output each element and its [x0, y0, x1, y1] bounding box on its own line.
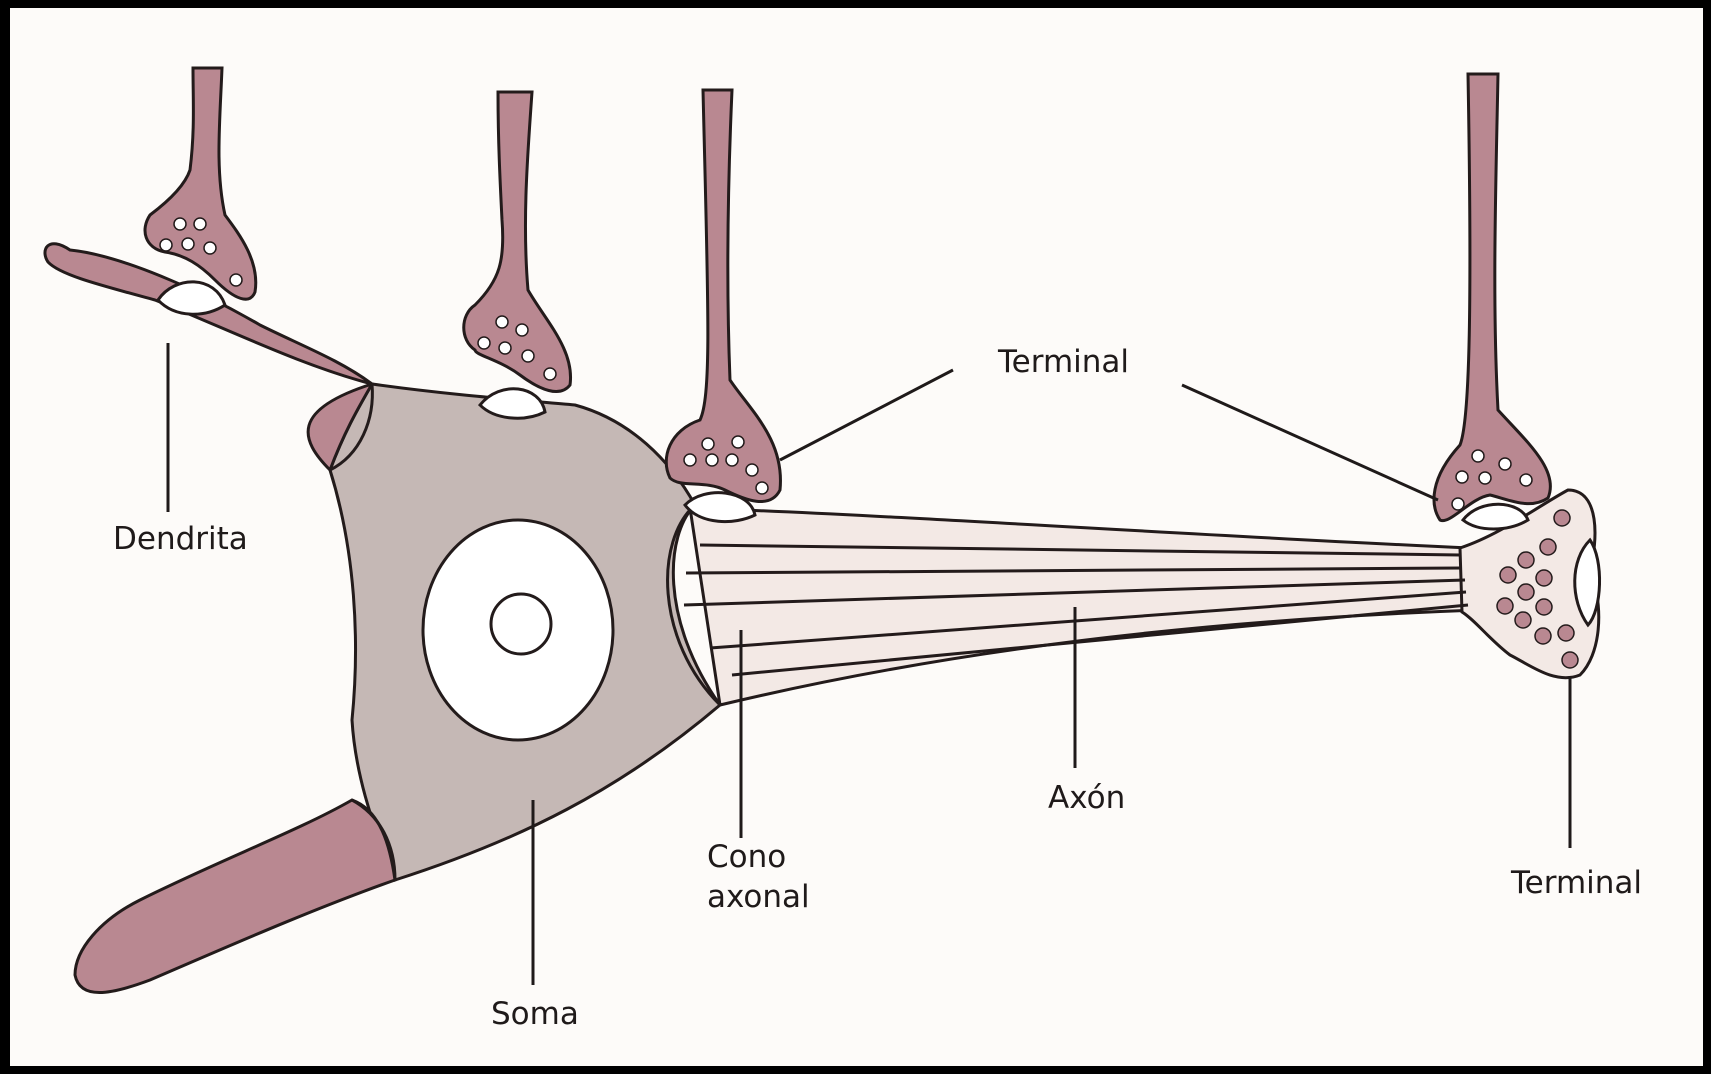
- dendrite-lower: [75, 800, 395, 993]
- label-dendrite: Dendrita: [113, 521, 248, 557]
- synaptic-knob-icon: [666, 90, 780, 522]
- synaptic-knob-icon: [1434, 74, 1550, 529]
- label-axon: Axón: [1048, 780, 1125, 816]
- dendrite-upper: [45, 244, 372, 470]
- synaptic-knob-icon: [464, 92, 571, 418]
- label-axon-hillock-line2: axonal: [707, 879, 810, 915]
- label-terminal-top: Terminal: [997, 344, 1129, 380]
- nucleolus: [491, 594, 551, 654]
- label-axon-hillock-line1: Cono: [707, 839, 786, 875]
- axon: [690, 508, 1478, 705]
- label-terminal-right: Terminal: [1510, 865, 1642, 901]
- label-soma: Soma: [491, 996, 579, 1032]
